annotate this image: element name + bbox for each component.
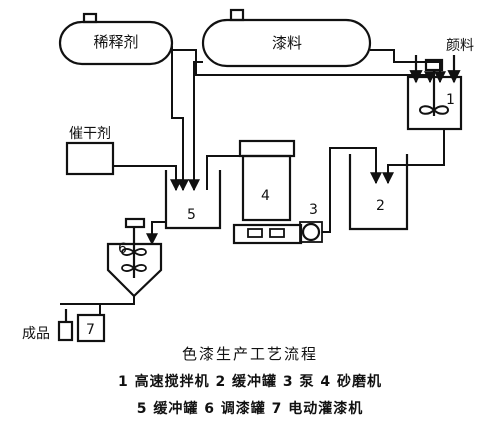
equipment-number-5: 5 — [187, 207, 196, 223]
pigment-inlet — [409, 55, 461, 84]
buffer-tank-2 — [348, 154, 409, 231]
legend-line-2: 5 缓冲罐 6 调漆罐 7 电动灌漆机 — [136, 401, 364, 417]
paint-label: 漆料 — [272, 34, 302, 52]
equipment-number-6: 6 — [118, 241, 127, 257]
pigment-label: 颜料 — [446, 38, 474, 54]
pump — [299, 221, 323, 243]
pipe-network — [60, 46, 446, 315]
diluent-tank — [58, 12, 174, 66]
paint-mixing-tank — [106, 217, 163, 298]
equipment-number-1: 1 — [446, 92, 455, 108]
diagram-title: 色漆生产工艺流程 — [181, 345, 318, 363]
sand-mill — [232, 139, 303, 245]
equipment-number-4: 4 — [261, 188, 270, 204]
equipment-number-3: 3 — [309, 202, 318, 218]
drier-box — [65, 141, 115, 176]
equipment-number-2: 2 — [376, 198, 385, 214]
buffer-tank-5 — [164, 170, 222, 230]
equipment-number-7: 7 — [86, 322, 95, 338]
diluent-label: 稀释剂 — [93, 33, 138, 51]
legend-line-1: 1 高速搅拌机 2 缓冲罐 3 泵 4 砂磨机 — [117, 374, 383, 390]
drier-label: 催干剂 — [69, 126, 111, 142]
product-label: 成品 — [22, 326, 50, 342]
filling-machine — [57, 309, 106, 343]
paint-tank — [201, 8, 372, 68]
